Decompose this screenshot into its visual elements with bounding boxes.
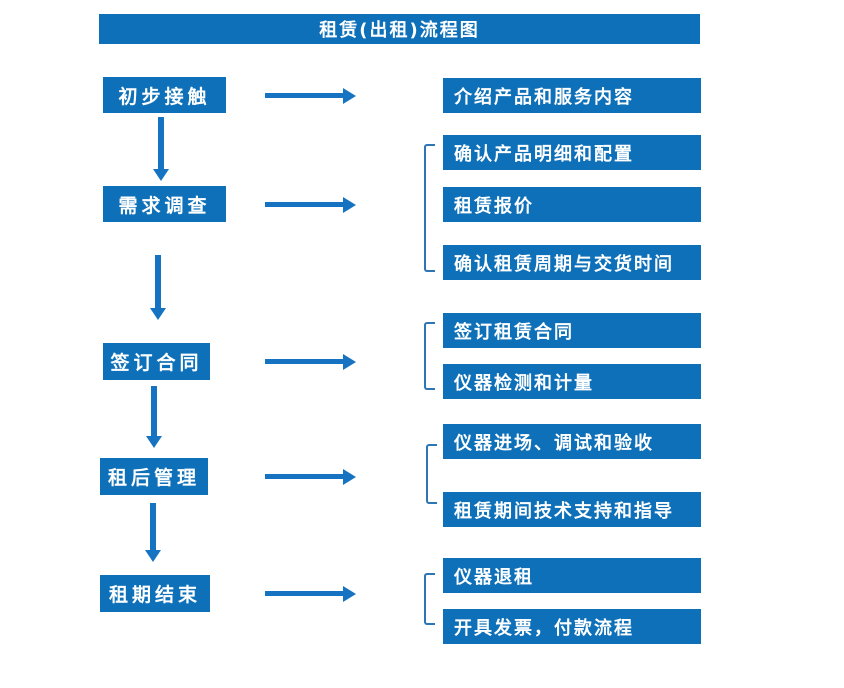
stage-box-initial-contact: 初步接触 [103, 77, 226, 113]
down-arrow-icon [151, 386, 157, 436]
down-arrow-icon [150, 503, 156, 550]
flowchart-title: 租赁(出租)流程图 [99, 14, 700, 44]
bracket-icon [424, 144, 435, 272]
output-box: 确认租赁周期与交货时间 [443, 245, 701, 280]
bracket-icon [424, 322, 435, 390]
right-arrow-icon [265, 93, 343, 98]
right-arrow-icon [265, 202, 343, 207]
stage-box-demand-survey: 需求调查 [103, 186, 226, 222]
bracket-icon [426, 444, 437, 504]
right-arrow-icon [265, 359, 343, 364]
output-box: 介绍产品和服务内容 [443, 78, 701, 113]
stage-box-post-rental-management: 租后管理 [100, 458, 208, 495]
output-box: 签订租赁合同 [443, 313, 701, 348]
stage-box-rental-end: 租期结束 [100, 575, 210, 612]
right-arrow-icon [265, 474, 343, 479]
down-arrow-icon [158, 117, 164, 169]
output-box: 租赁期间技术支持和指导 [443, 492, 701, 527]
output-box: 开具发票，付款流程 [443, 609, 701, 644]
output-box: 仪器退租 [443, 558, 701, 593]
output-box: 仪器检测和计量 [443, 364, 701, 399]
output-box: 仪器进场、调试和验收 [443, 424, 701, 459]
right-arrow-icon [265, 591, 343, 596]
down-arrow-icon [155, 255, 161, 308]
stage-box-sign-contract: 签订合同 [103, 343, 210, 380]
bracket-icon [424, 573, 435, 625]
output-box: 租赁报价 [443, 187, 701, 222]
output-box: 确认产品明细和配置 [443, 135, 701, 170]
